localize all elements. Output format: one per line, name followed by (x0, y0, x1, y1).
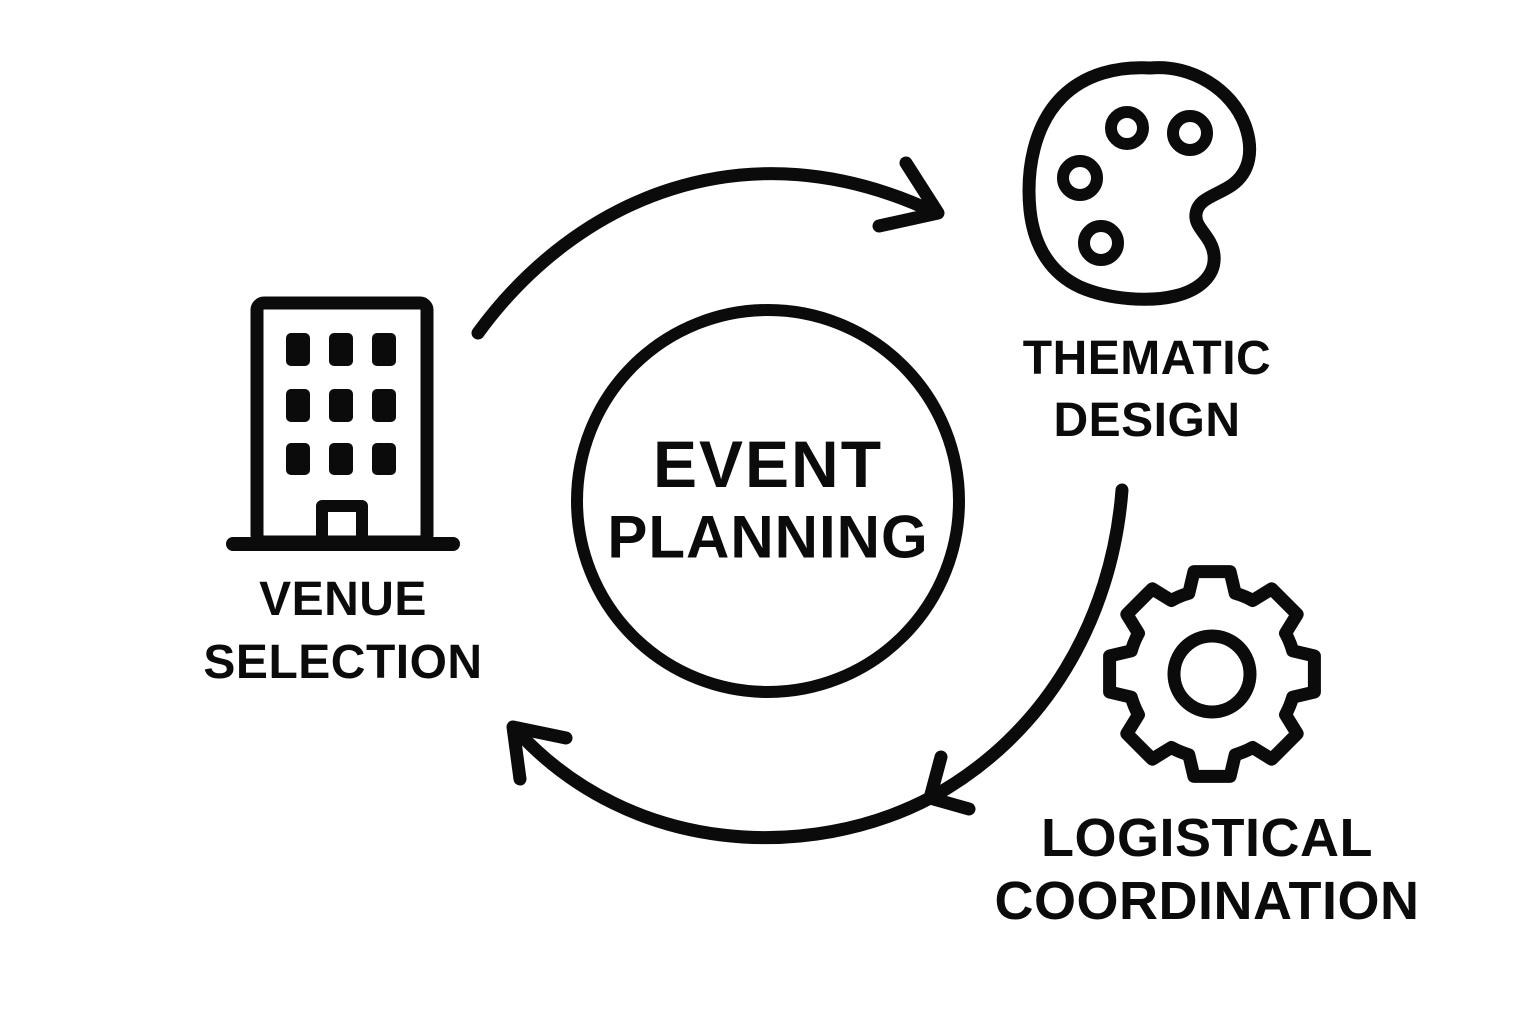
label-logistical-coordination: LOGISTICAL COORDINATION (995, 807, 1420, 933)
label-venue-line2: SELECTION (203, 636, 483, 689)
center-circle (571, 304, 965, 698)
cycle-arrow-design-to-venue (506, 483, 1129, 845)
label-thematic-design: THEMATIC DESIGN (1023, 328, 1271, 452)
gear-icon (1103, 565, 1321, 783)
gear-outline (1103, 565, 1321, 783)
arrowhead-icon (506, 720, 573, 786)
label-venue-line1: VENUE (259, 573, 427, 626)
paint-well (1078, 220, 1124, 266)
arrowhead-icon (872, 156, 945, 233)
paint-well (1057, 155, 1103, 201)
label-thematic-line2: DESIGN (1053, 394, 1241, 447)
center-label-line2: PLANNING (607, 503, 929, 571)
label-thematic-line1: THEMATIC (1022, 332, 1272, 385)
arrow-curve (511, 483, 1129, 845)
gear-hub (1167, 629, 1257, 719)
arrow-curve (471, 167, 943, 340)
building-windows (286, 333, 396, 475)
label-venue-selection: VENUE SELECTION (203, 568, 482, 694)
building-icon (226, 296, 460, 551)
label-logistical-line2: COORDINATION (994, 871, 1420, 931)
center-label-line1: EVENT (652, 427, 884, 501)
paint-well (1105, 106, 1149, 150)
arrowhead-mid-icon (923, 750, 976, 816)
palette-outline (1022, 61, 1257, 306)
label-logistical-line1: LOGISTICAL (1041, 808, 1373, 868)
paint-well (1167, 110, 1213, 156)
building-door (316, 500, 368, 548)
palette-icon (1022, 61, 1257, 306)
cycle-arrow-venue-to-design (471, 156, 945, 340)
